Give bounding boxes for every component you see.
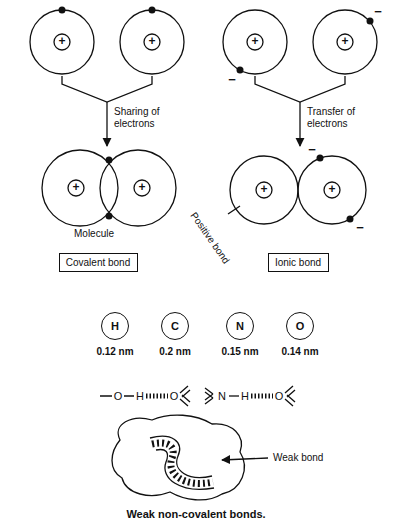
- atom-circle: C: [161, 312, 189, 340]
- binding-groove: [156, 450, 214, 490]
- charge-sign: +: [138, 181, 145, 195]
- atom-letter: H: [136, 390, 144, 403]
- atom-shell: [30, 10, 94, 74]
- arrow: [106, 102, 107, 146]
- electron: [367, 18, 374, 25]
- charge-sign: −: [374, 5, 382, 20]
- label-box: Ionic bond: [268, 253, 329, 272]
- nucleus: [134, 180, 150, 196]
- atom-shell: [230, 156, 298, 224]
- nucleus: [324, 182, 340, 198]
- charge-sign: −: [228, 73, 236, 88]
- atom-shell: [298, 156, 366, 224]
- charge-sign: −: [308, 143, 316, 158]
- electron: [237, 67, 244, 74]
- element-symbol: N: [236, 320, 244, 332]
- atom-letter: H: [241, 390, 249, 403]
- bond-line: [229, 395, 239, 396]
- element-symbol: H: [111, 320, 119, 332]
- fork-line: [255, 76, 345, 102]
- atom-shell: [42, 150, 118, 226]
- nucleus: [54, 34, 70, 50]
- weak-bond-band: [152, 443, 213, 483]
- binding-groove: [150, 436, 212, 477]
- electron: [106, 213, 113, 220]
- rotated-label: Positive bond: [188, 210, 232, 266]
- label-box: Covalent bond: [59, 253, 138, 272]
- charge-sign: −: [356, 221, 364, 236]
- nucleus: [337, 34, 353, 50]
- atom-shell: [223, 10, 287, 74]
- charge-sign: +: [251, 35, 258, 49]
- atom-shell: [120, 10, 184, 74]
- size-label: 0.2 nm: [159, 346, 191, 358]
- leader-arrow: [222, 458, 268, 460]
- hydrogen-bond: [251, 394, 273, 399]
- molecule-label: Molecule: [74, 228, 114, 240]
- process-label: Transfer of electrons: [307, 106, 387, 129]
- arrow: [299, 102, 300, 146]
- protein-outline: [112, 415, 244, 500]
- size-label: 0.14 nm: [281, 346, 318, 358]
- electron: [106, 157, 113, 164]
- electron: [59, 7, 66, 14]
- nucleus: [256, 182, 272, 198]
- element-symbol: O: [296, 320, 305, 332]
- nucleus: [144, 34, 160, 50]
- leader-line: [228, 206, 240, 214]
- atom-letter: O: [275, 390, 284, 403]
- electron: [347, 216, 354, 223]
- atom-circle: N: [226, 312, 254, 340]
- hydrogen-bond: [146, 394, 168, 399]
- element-symbol: C: [171, 320, 179, 332]
- callout-label: Weak bond: [273, 452, 323, 464]
- atom-circle: H: [101, 312, 129, 340]
- fork-line: [62, 76, 152, 102]
- charge-sign: +: [72, 181, 79, 195]
- double-bond: [285, 386, 295, 406]
- atom-letter: N: [218, 390, 226, 403]
- box-label: Ionic bond: [275, 257, 321, 268]
- charge-sign: +: [341, 35, 348, 49]
- double-bond: [180, 386, 190, 406]
- atom-shell: [100, 150, 176, 226]
- atom-letter: O: [170, 390, 179, 403]
- caption: Weak non-covalent bonds.: [126, 508, 265, 520]
- charge-sign: +: [328, 183, 335, 197]
- electron: [317, 155, 324, 162]
- size-label: 0.15 nm: [221, 346, 258, 358]
- charge-sign: +: [58, 35, 65, 49]
- atom-shell: [313, 10, 377, 74]
- double-bond: [205, 388, 213, 404]
- atom-letter: O: [114, 390, 123, 403]
- box-label: Covalent bond: [66, 257, 131, 268]
- atom-circle: O: [286, 312, 314, 340]
- charge-sign: +: [148, 35, 155, 49]
- size-label: 0.12 nm: [96, 346, 133, 358]
- charge-sign: +: [260, 183, 267, 197]
- electron: [149, 7, 156, 14]
- nucleus: [68, 180, 84, 196]
- nucleus: [247, 34, 263, 50]
- process-label: Sharing of electrons: [114, 106, 194, 129]
